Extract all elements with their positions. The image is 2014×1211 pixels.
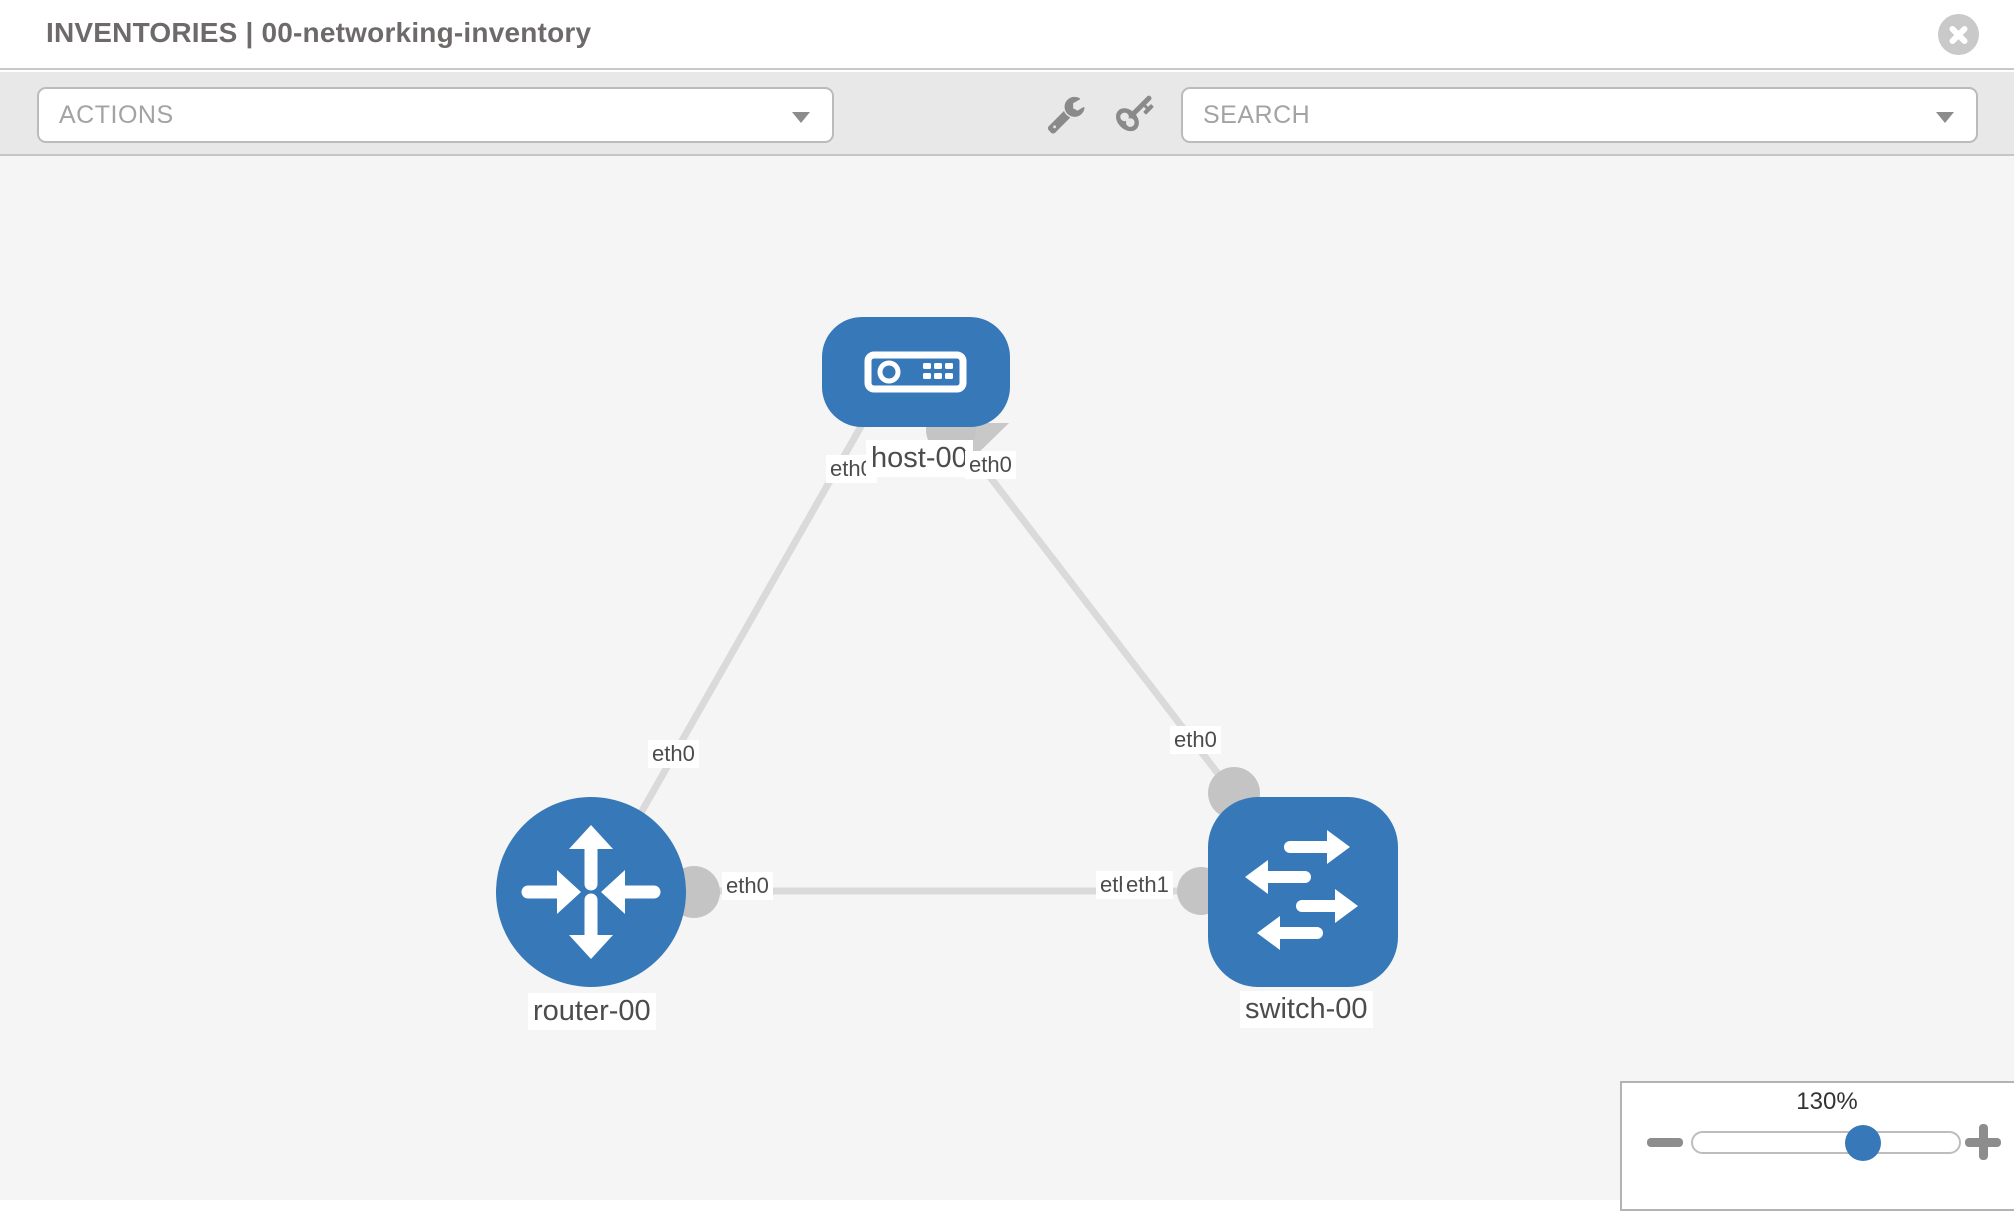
- router-icon: [521, 825, 661, 959]
- switch-icon: [1245, 830, 1358, 950]
- server-icon: [864, 351, 967, 393]
- page-title: INVENTORIES | 00-networking-inventory: [46, 17, 592, 48]
- zoom-slider-track[interactable]: [1691, 1131, 1961, 1154]
- node-host-00[interactable]: [822, 317, 1010, 427]
- zoom-control-panel: 130%: [1620, 1081, 2014, 1211]
- search-dropdown-label: SEARCH: [1203, 101, 1311, 129]
- interface-label-switch-eth1-front: eth1: [1122, 871, 1173, 899]
- search-dropdown[interactable]: SEARCH: [1181, 87, 1978, 143]
- interface-label-host-eth0-right: eth0: [965, 451, 1016, 479]
- interface-label-router-eth0-right: eth0: [722, 872, 773, 900]
- zoom-out-button[interactable]: [1647, 1138, 1683, 1147]
- topology-canvas[interactable]: [0, 156, 2014, 1200]
- interface-label-switch-eth0-top: eth0: [1170, 726, 1221, 754]
- node-label-router-00: router-00: [528, 993, 656, 1030]
- close-button[interactable]: [1938, 14, 1979, 55]
- key-icon[interactable]: [1116, 94, 1156, 134]
- toolbar: ACTIONS SEARCH: [0, 72, 2014, 156]
- zoom-slider-thumb[interactable]: [1845, 1125, 1881, 1161]
- node-label-host-00: host-00: [866, 440, 973, 477]
- header-bar: INVENTORIES | 00-networking-inventory: [0, 0, 2014, 70]
- chevron-down-icon: [792, 112, 810, 123]
- actions-dropdown-label: ACTIONS: [59, 101, 174, 129]
- plus-icon: [1978, 1124, 1988, 1160]
- zoom-level-value: 130%: [1796, 1088, 1858, 1115]
- chevron-down-icon: [1936, 112, 1954, 123]
- interface-label-router-eth0-top: eth0: [648, 740, 699, 768]
- wrench-icon[interactable]: [1046, 94, 1086, 134]
- zoom-in-button[interactable]: [1965, 1124, 2001, 1160]
- node-label-switch-00: switch-00: [1240, 991, 1373, 1028]
- actions-dropdown[interactable]: ACTIONS: [37, 87, 834, 143]
- node-switch-00[interactable]: [1208, 797, 1398, 987]
- node-router-00[interactable]: [496, 797, 686, 987]
